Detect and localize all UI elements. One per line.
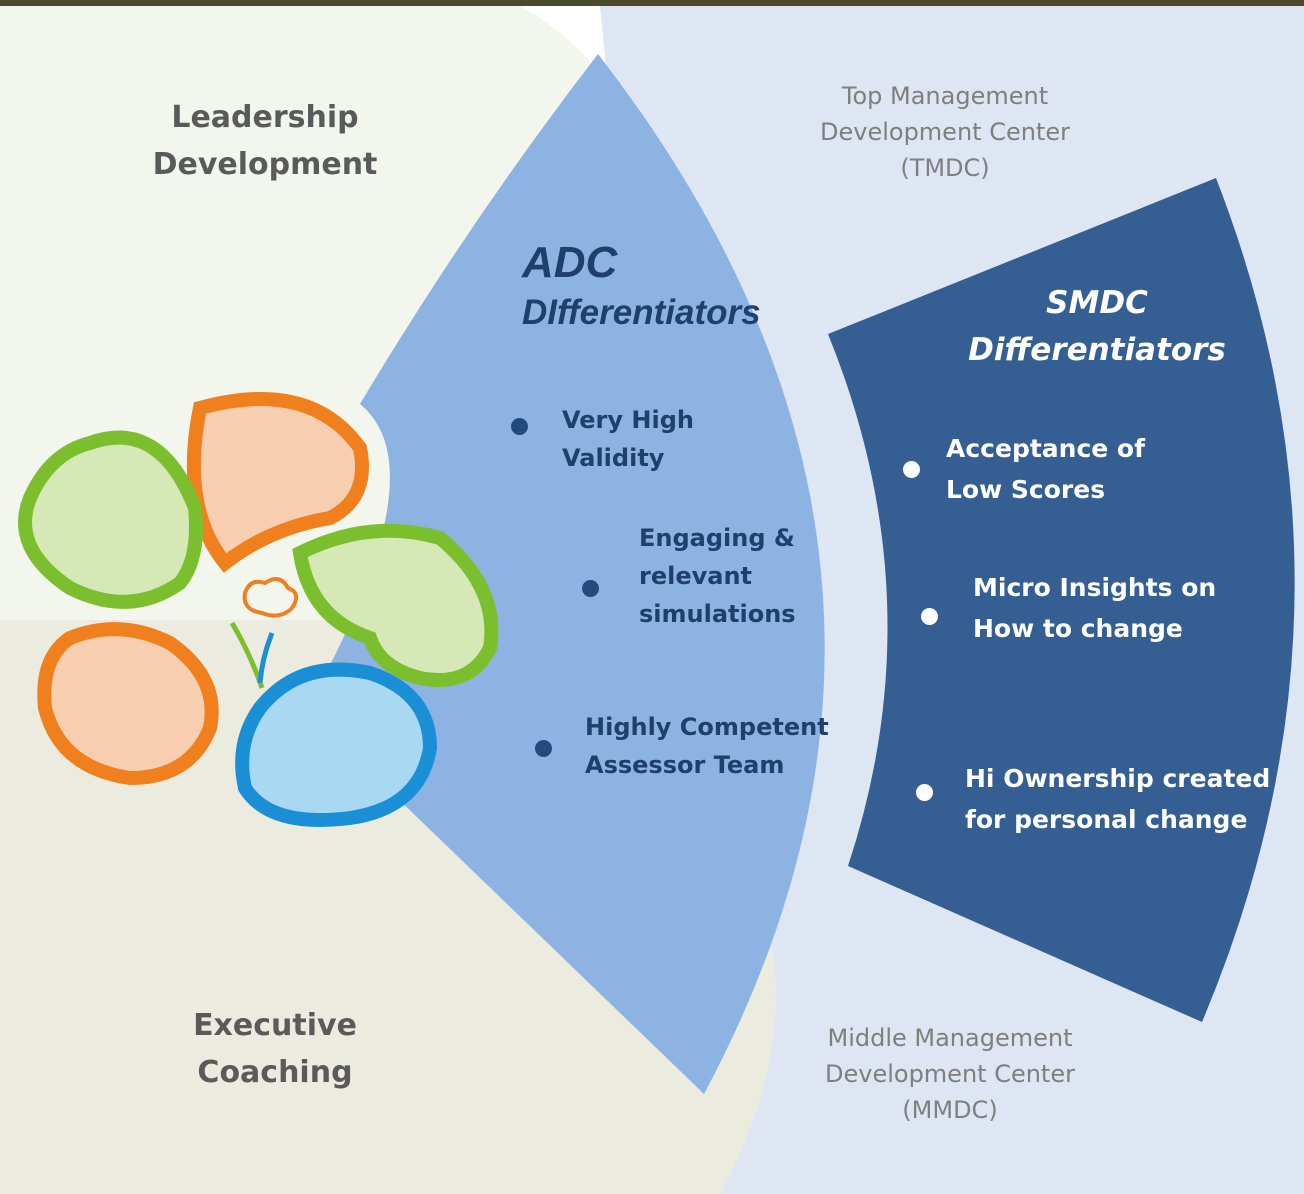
smdc-item-3: Hi Ownership created for personal change <box>965 764 1271 834</box>
smdc-bullet-2 <box>921 608 938 625</box>
adc-item-1: Very High Validity <box>562 406 694 472</box>
top-bar <box>0 0 1304 6</box>
swirl-flower-logo-icon <box>18 392 499 827</box>
quadrant-title-bottom: Executive Coaching <box>193 1008 357 1090</box>
adc-item-3: Highly Competent Assessor Team <box>585 713 829 779</box>
adc-band <box>306 54 825 1094</box>
quadrant-title-top: Leadership Development <box>152 100 378 182</box>
adc-bullet-3 <box>535 740 552 757</box>
adc-item-2: Engaging & relevant simulations <box>639 524 796 628</box>
smdc-bullet-1 <box>903 461 920 478</box>
adc-title-line1: ADC <box>522 238 618 287</box>
adc-bullet-1 <box>511 418 528 435</box>
smdc-bullet-3 <box>916 784 933 801</box>
smdc-band <box>828 178 1295 1022</box>
smdc-item-1: Acceptance of Low Scores <box>946 434 1145 504</box>
center-title-top: Top Management Development Center (TMDC) <box>820 82 1070 182</box>
smdc-title-line1: SMDC <box>1046 285 1148 321</box>
adc-bullet-2 <box>582 580 599 597</box>
center-title-bottom: Middle Management Development Center (MM… <box>825 1024 1075 1124</box>
smdc-title-line2: Differentiators <box>968 332 1226 368</box>
adc-title-line2: DIfferentiators <box>522 293 761 332</box>
smdc-item-2: Micro Insights on How to change <box>973 573 1217 643</box>
